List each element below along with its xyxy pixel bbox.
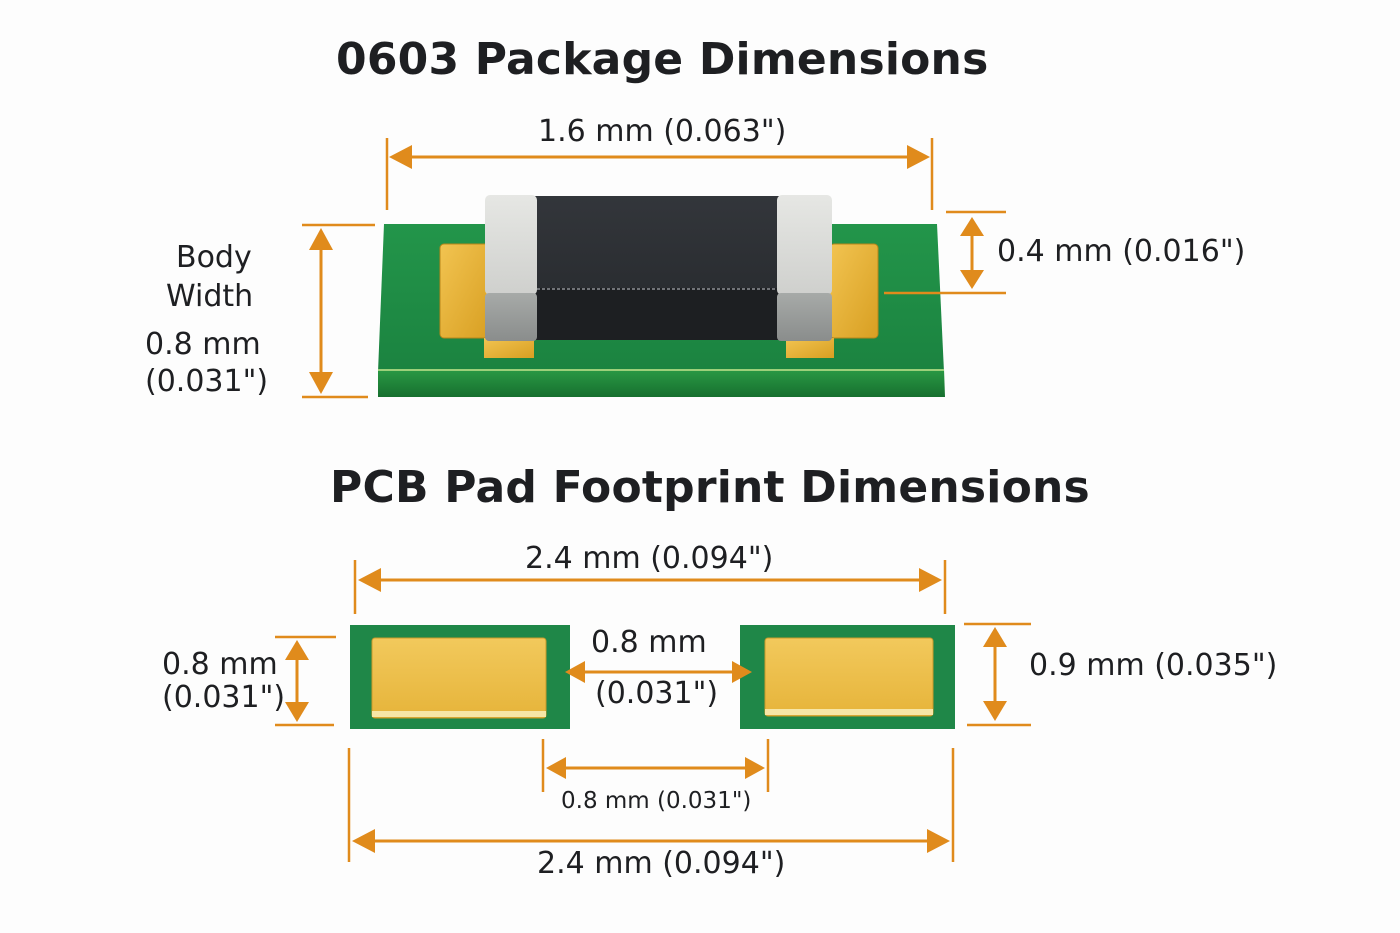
pad-length-value: 0.8 mm [162,647,278,682]
gap-value: 0.8 mm [591,625,707,660]
pad-length-inches: (0.031") [162,680,286,715]
terminal-left [485,195,537,341]
body-width-value: 0.8 mm [145,327,261,362]
inner-span-label: 0.8 mm (0.031") [561,788,752,814]
body-width-caption-line2: Width [166,279,254,314]
overall-bottom-label: 2.4 mm (0.094") [537,846,786,881]
overall-top-label: 2.4 mm (0.094") [525,541,774,576]
body-width-inches: (0.031") [145,364,269,399]
height-dimension [884,210,1006,295]
solder-pad-right [786,243,879,358]
pad-length-dimension [275,635,336,727]
pad-width-label: 0.9 mm (0.035") [1029,648,1278,683]
length-label: 1.6 mm (0.063") [538,114,787,149]
overall-bottom-dimension [347,748,955,862]
resistor-body [532,196,782,340]
footprint-pad-right [740,625,955,729]
footprint-section-title: PCB Pad Footprint Dimensions [330,462,1090,513]
overall-top-dimension [353,560,947,614]
footprint-pad-left [350,625,570,729]
body-width-caption-line1: Body [176,240,252,275]
body-width-dimension [302,223,375,399]
inner-span-dimension [541,739,770,792]
gap-dimension [565,661,752,683]
gap-inches: (0.031") [595,676,719,711]
height-label: 0.4 mm (0.016") [997,234,1246,269]
package-section-title: 0603 Package Dimensions [336,34,989,85]
pad-width-dimension [964,622,1031,727]
terminal-right [777,195,832,341]
solder-pad-left [439,243,534,358]
length-dimension [385,138,934,210]
